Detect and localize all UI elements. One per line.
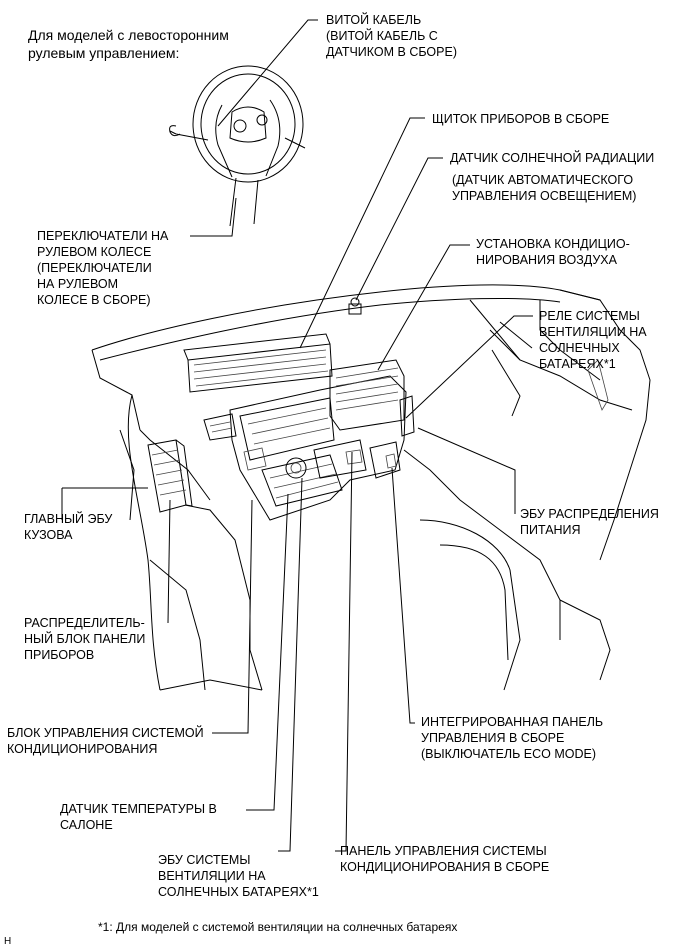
- label-spiral-cable: ВИТОЙ КАБЕЛЬ (ВИТОЙ КАБЕЛЬ С ДАТЧИКОМ В …: [326, 13, 457, 59]
- label-solar-sensor-note: (ДАТЧИК АВТОМАТИЧЕСКОГО УПРАВЛЕНИЯ ОСВЕЩ…: [452, 173, 637, 203]
- leader-lines: [61, 19, 533, 852]
- label-room-temp-sensor: ДАТЧИК ТЕМПЕРАТУРЫ В САЛОНЕ: [60, 802, 217, 832]
- dashboard-outline: [91, 284, 651, 691]
- main-body-ecu-drawing: [147, 439, 193, 513]
- label-solar-vent-relay: РЕЛЕ СИСТЕМЫ ВЕНТИЛЯЦИИ НА СОЛНЕЧНЫХ БАТ…: [539, 309, 647, 371]
- footnote: *1: Для моделей с системой вентиляции на…: [98, 920, 458, 934]
- label-solar-vent-ecu: ЭБУ СИСТЕМЫ ВЕНТИЛЯЦИИ НА СОЛНЕЧНЫХ БАТА…: [158, 853, 319, 899]
- corner-mark: H: [4, 936, 12, 947]
- air-conditioning-unit-drawing: [203, 359, 415, 521]
- steering-wheel-drawing: [169, 65, 306, 227]
- label-ac-unit: УСТАНОВКА КОНДИЦИО- НИРОВАНИЯ ВОЗДУХА: [476, 237, 630, 267]
- label-steering-pad: ПЕРЕКЛЮЧАТЕЛИ НА РУЛЕВОМ КОЛЕСЕ (ПЕРЕКЛЮ…: [37, 229, 169, 307]
- label-ac-control-panel: ПАНЕЛЬ УПРАВЛЕНИЯ СИСТЕМЫ КОНДИЦИОНИРОВА…: [340, 844, 550, 874]
- label-solar-sensor: ДАТЧИК СОЛНЕЧНОЙ РАДИАЦИИ: [450, 151, 655, 165]
- label-main-body-ecu: ГЛАВНЫЙ ЭБУ КУЗОВА: [24, 512, 113, 542]
- label-ac-amplifier: БЛОК УПРАВЛЕНИЯ СИСТЕМОЙ КОНДИЦИОНИРОВАН…: [7, 726, 204, 756]
- combination-meter-drawing: [183, 333, 333, 393]
- label-integration-panel: ИНТЕГРИРОВАННАЯ ПАНЕЛЬ УПРАВЛЕНИЯ В СБОР…: [421, 715, 604, 761]
- label-combination-meter: ЩИТОК ПРИБОРОВ В СБОРЕ: [432, 112, 610, 126]
- header-note: Для моделей с левосторонним рулевым упра…: [28, 27, 229, 61]
- label-junction-block: РАСПРЕДЕЛИТЕЛЬ- НЫЙ БЛОК ПАНЕЛИ ПРИБОРОВ: [24, 616, 146, 662]
- label-power-ecu: ЭБУ РАСПРЕДЕЛЕНИЯ ПИТАНИЯ: [520, 507, 659, 537]
- solar-sensor-drawing: [348, 297, 362, 315]
